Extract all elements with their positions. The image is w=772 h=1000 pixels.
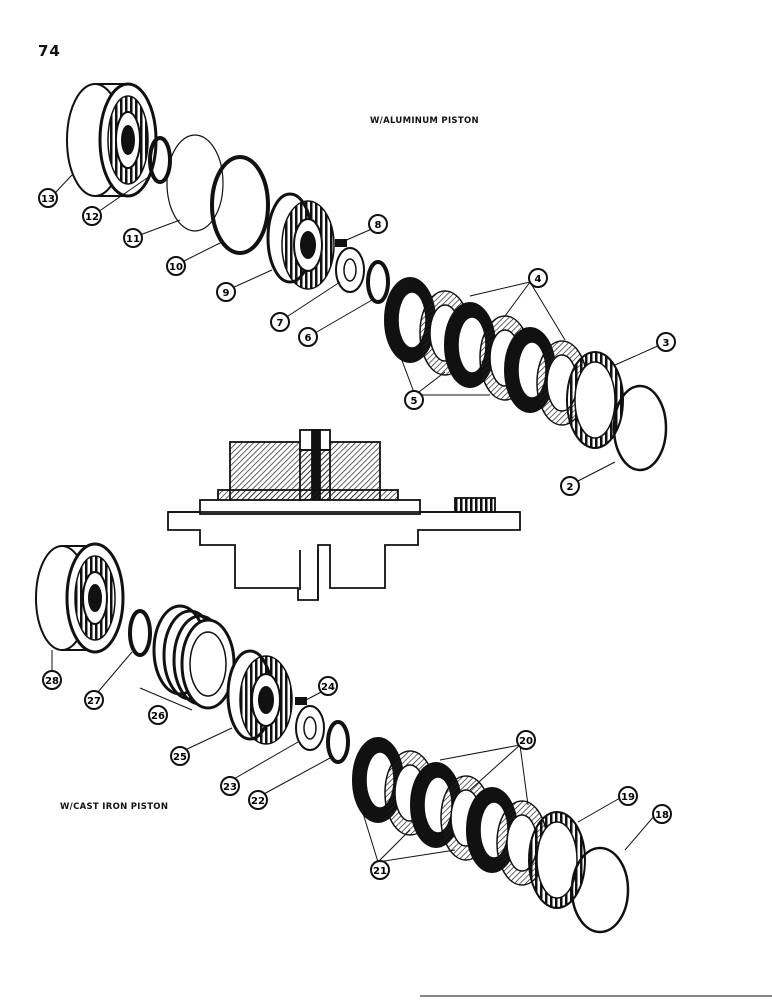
bottom-assembly [35, 542, 630, 934]
svg-text:24: 24 [321, 682, 335, 693]
callout-6: 6 [298, 327, 318, 347]
callout-2: 2 [560, 476, 580, 496]
callout-5: 5 [404, 390, 424, 410]
svg-text:4: 4 [535, 274, 542, 285]
svg-text:10: 10 [169, 262, 183, 273]
part-18-snap-ring [570, 846, 630, 934]
callout-20: 20 [516, 730, 536, 750]
part-10-ring [210, 155, 270, 255]
callout-27: 27 [84, 690, 104, 710]
svg-text:11: 11 [126, 234, 140, 245]
callout-23: 23 [220, 776, 240, 796]
top-clutch-pack [384, 277, 588, 426]
part-27-snap-ring [128, 609, 152, 657]
svg-text:28: 28 [45, 676, 59, 687]
part-13-drum [66, 82, 158, 198]
caption-aluminum-piston: W/ALUMINUM PISTON [370, 116, 479, 126]
svg-text:22: 22 [251, 796, 265, 807]
svg-text:13: 13 [41, 194, 55, 205]
callout-21: 21 [370, 860, 390, 880]
svg-text:23: 23 [223, 782, 237, 793]
part-25-piston [226, 649, 293, 745]
part-22-snap-ring [326, 720, 350, 764]
svg-text:26: 26 [151, 711, 165, 722]
part-26-piston [152, 604, 236, 710]
callout-4: 4 [528, 268, 548, 288]
callout-7: 7 [270, 312, 290, 332]
svg-text:3: 3 [663, 338, 670, 349]
svg-text:8: 8 [375, 220, 382, 231]
callout-9: 9 [216, 282, 236, 302]
svg-text:6: 6 [305, 333, 312, 344]
svg-text:27: 27 [87, 696, 101, 707]
part-24-spring [295, 697, 307, 705]
callout-18: 18 [652, 804, 672, 824]
callout-24: 24 [318, 676, 338, 696]
part-23-retainer [295, 705, 325, 751]
svg-text:21: 21 [373, 866, 387, 877]
callout-11: 11 [123, 228, 143, 248]
callout-8: 8 [368, 214, 388, 234]
cross-section-assembly [167, 429, 521, 601]
top-assembly [66, 82, 668, 472]
part-7-retainer [335, 247, 365, 293]
caption-cast-iron-piston: W/CAST IRON PISTON [60, 802, 169, 812]
svg-text:19: 19 [621, 792, 635, 803]
callout-26: 26 [148, 705, 168, 725]
svg-text:12: 12 [85, 212, 99, 223]
part-8-spring [335, 239, 347, 247]
svg-text:18: 18 [655, 810, 669, 821]
bottom-clutch-pack [352, 737, 548, 886]
part-3-plate [566, 351, 624, 449]
part-11-seal [166, 134, 224, 232]
callout-13: 13 [38, 188, 58, 208]
part-28-drum [35, 542, 125, 654]
part-6-snap-ring [366, 260, 390, 304]
top-leaders [54, 174, 661, 483]
svg-text:2: 2 [567, 482, 574, 493]
svg-text:9: 9 [223, 288, 230, 299]
callout-3: 3 [656, 332, 676, 352]
svg-text:7: 7 [277, 318, 284, 329]
svg-text:5: 5 [411, 396, 418, 407]
callout-22: 22 [248, 790, 268, 810]
svg-text:20: 20 [519, 736, 533, 747]
callout-19: 19 [618, 786, 638, 806]
page-number: 74 [38, 42, 61, 60]
callout-25: 25 [170, 746, 190, 766]
part-2-snap-ring [612, 384, 668, 472]
callout-12: 12 [82, 206, 102, 226]
part-9-piston [266, 192, 335, 290]
callout-10: 10 [166, 256, 186, 276]
callouts: 13 12 11 10 9 8 7 6 4 5 3 2 28 27 26 25 … [38, 188, 676, 880]
svg-text:25: 25 [173, 752, 187, 763]
bottom-leaders [51, 650, 656, 863]
part-19-plate [528, 811, 586, 909]
callout-28: 28 [42, 670, 62, 690]
